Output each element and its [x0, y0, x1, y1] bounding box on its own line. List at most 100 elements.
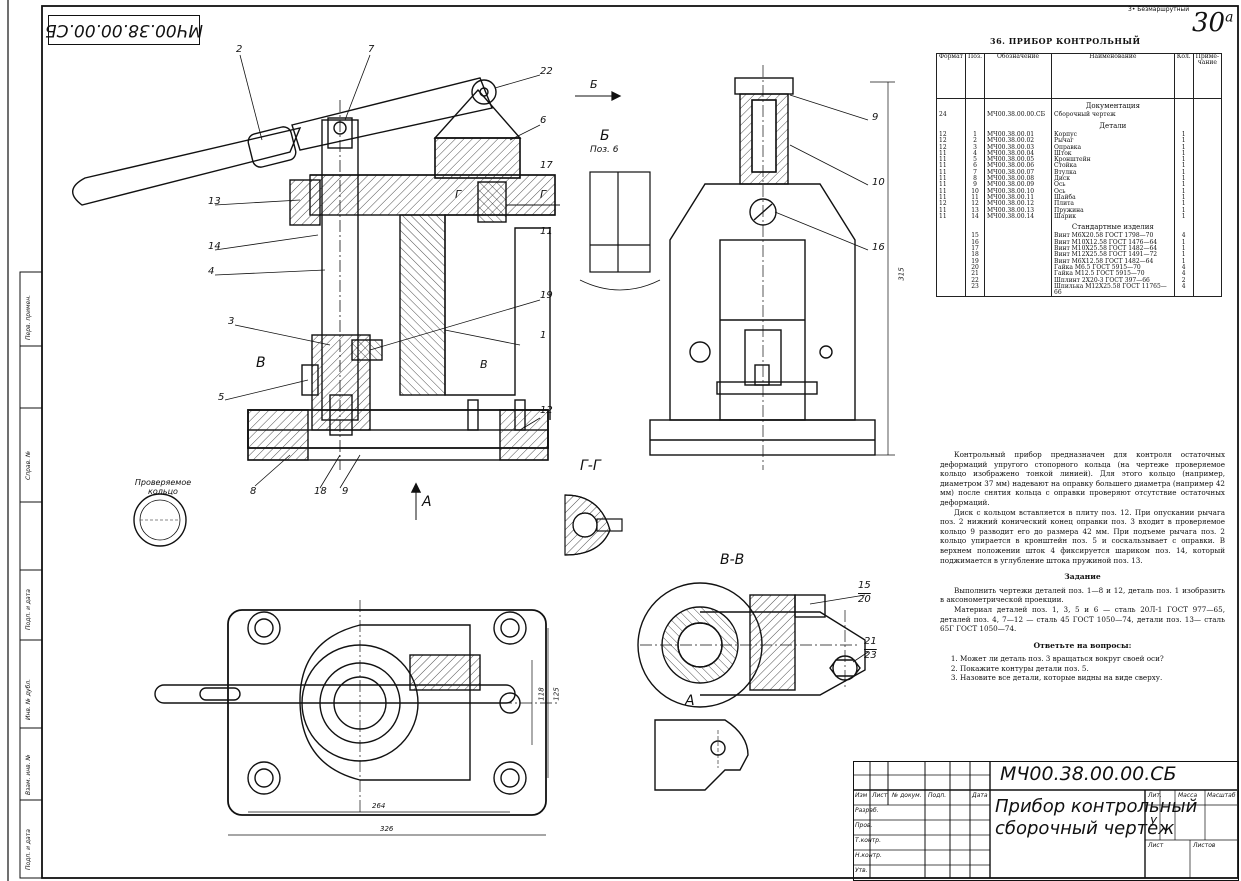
callout-18: 18	[314, 486, 327, 497]
description-p1: Контрольный прибор предназначен для конт…	[940, 450, 1225, 507]
task-title: Задание	[1064, 572, 1101, 582]
spec-cell-code: МЧ00.38.00.13	[984, 207, 1053, 214]
spec-cell-pos: 19	[964, 258, 986, 265]
questions-title: Ответьте на вопросы:	[1033, 640, 1132, 650]
spec-cell-code	[984, 277, 1053, 284]
tb-list: Лист	[872, 792, 888, 799]
tb-sheets: Листов	[1193, 842, 1216, 849]
tb-izm: Изм	[855, 792, 868, 799]
spec-col-note: Приме-чание	[1192, 53, 1223, 99]
tb-doc: № докум.	[892, 792, 922, 799]
dim-bottom-outer: 326	[380, 825, 394, 833]
spec-cell-note	[1192, 131, 1223, 139]
tb-nkontr: Н.контр.	[855, 852, 882, 859]
callout-23: 23	[864, 650, 877, 661]
spec-cell-note	[1192, 264, 1223, 272]
callout-12: 12	[540, 405, 553, 416]
spec-section-row: Детали	[936, 118, 1223, 132]
section-b-sub: Поз. 6	[590, 145, 619, 155]
spec-cell-note	[1192, 246, 1223, 253]
callout-10: 10	[872, 177, 885, 188]
spec-cell-code: МЧ00.38.00.00.СБ	[984, 112, 1053, 119]
callout-6: 6	[540, 115, 547, 126]
tb-tkontr: Т.контр.	[855, 837, 882, 844]
spec-cell-note	[1192, 252, 1223, 259]
spec-cell-pos: 22	[964, 277, 986, 284]
tb-date: Дата	[972, 792, 988, 799]
spec-cell-pos: 2	[964, 137, 986, 145]
question-item: Назовите все детали, которые видны на ви…	[960, 673, 1225, 683]
spec-cell-note	[1192, 207, 1223, 214]
spec-cell-note	[1192, 258, 1223, 265]
spec-cell-code: МЧ00.38.00.08	[984, 175, 1053, 183]
front-section-view	[72, 54, 560, 520]
section-vv-view	[637, 582, 869, 708]
spec-cell-note	[1192, 138, 1223, 145]
callout-20: 20	[858, 594, 871, 605]
description-p2: Диск с кольцом вставляется в плиту поз. …	[940, 507, 1225, 565]
question-item: Может ли деталь поз. 3 вращаться вокруг …	[960, 654, 1225, 664]
spec-cell-note	[1192, 201, 1223, 208]
description-block: Контрольный прибор предназначен для конт…	[940, 450, 1225, 683]
callout-16: 16	[872, 242, 885, 253]
spec-cell-pos: 15	[964, 233, 986, 240]
spec-cell-pos: 7	[964, 169, 986, 177]
spec-col-pos: Поз.	[964, 53, 986, 99]
spec-section-row: Стандартные изделия	[936, 220, 1223, 234]
side-sprav: Справ. №	[25, 450, 32, 480]
spec-cell-code	[984, 252, 1053, 259]
spec-cell-pos: 16	[964, 239, 986, 247]
spec-cell-format	[936, 283, 966, 297]
sheet-number-digits: 30	[1192, 8, 1226, 38]
spec-cell-pos: 20	[964, 264, 986, 272]
tb-razrab: Разраб.	[855, 807, 879, 814]
spec-cell-note	[1192, 176, 1223, 183]
spec-cell-code: МЧ00.38.00.14	[984, 213, 1053, 221]
section-b-label: Б	[600, 128, 610, 144]
tb-mass: Масса	[1178, 792, 1198, 799]
spec-cell-pos: 10	[964, 188, 986, 195]
side-vzam: Взам. инв. №	[25, 754, 32, 795]
spec-cell-code: МЧ00.38.00.11	[984, 194, 1053, 202]
section-hint: 3• Безмаршрутный	[1128, 6, 1190, 13]
spec-cell-note	[1192, 239, 1223, 247]
ring-sketch	[133, 493, 187, 547]
spec-cell-pos: 5	[964, 156, 986, 164]
view-gg-label: Г-Г	[580, 458, 601, 474]
spec-cell-code	[984, 283, 1053, 297]
spec-section-row: Документация	[936, 98, 1223, 113]
spec-cell-code: МЧ00.38.00.03	[984, 144, 1053, 151]
callout-9-front: 9	[342, 486, 349, 497]
callout-14: 14	[208, 241, 221, 252]
spec-cell-note	[1192, 163, 1223, 170]
callout-1: 1	[540, 330, 547, 341]
dim-height: 315	[897, 267, 906, 281]
spec-title: 36. ПРИБОР КОНТРОЛЬНЫЙ	[990, 36, 1141, 46]
spec-cell-pos: 13	[964, 207, 986, 214]
spec-cell-pos: 21	[964, 270, 986, 278]
callout-7: 7	[368, 44, 375, 55]
spec-cell-note	[1192, 213, 1223, 221]
spec-cell-pos: 9	[964, 182, 986, 189]
view-vv-label: В-В	[720, 552, 745, 568]
spec-section-title: Стандартные изделия	[1051, 220, 1175, 234]
dim-bottom-inner: 264	[372, 802, 386, 810]
spec-cell-code	[984, 246, 1053, 253]
questions-list: Может ли деталь поз. 3 вращаться вокруг …	[940, 654, 1225, 683]
spec-cell-pos: 6	[964, 163, 986, 170]
spec-cell-note	[1192, 283, 1223, 297]
spec-cell-code	[984, 258, 1053, 265]
sheet-frame	[7, 0, 1239, 881]
